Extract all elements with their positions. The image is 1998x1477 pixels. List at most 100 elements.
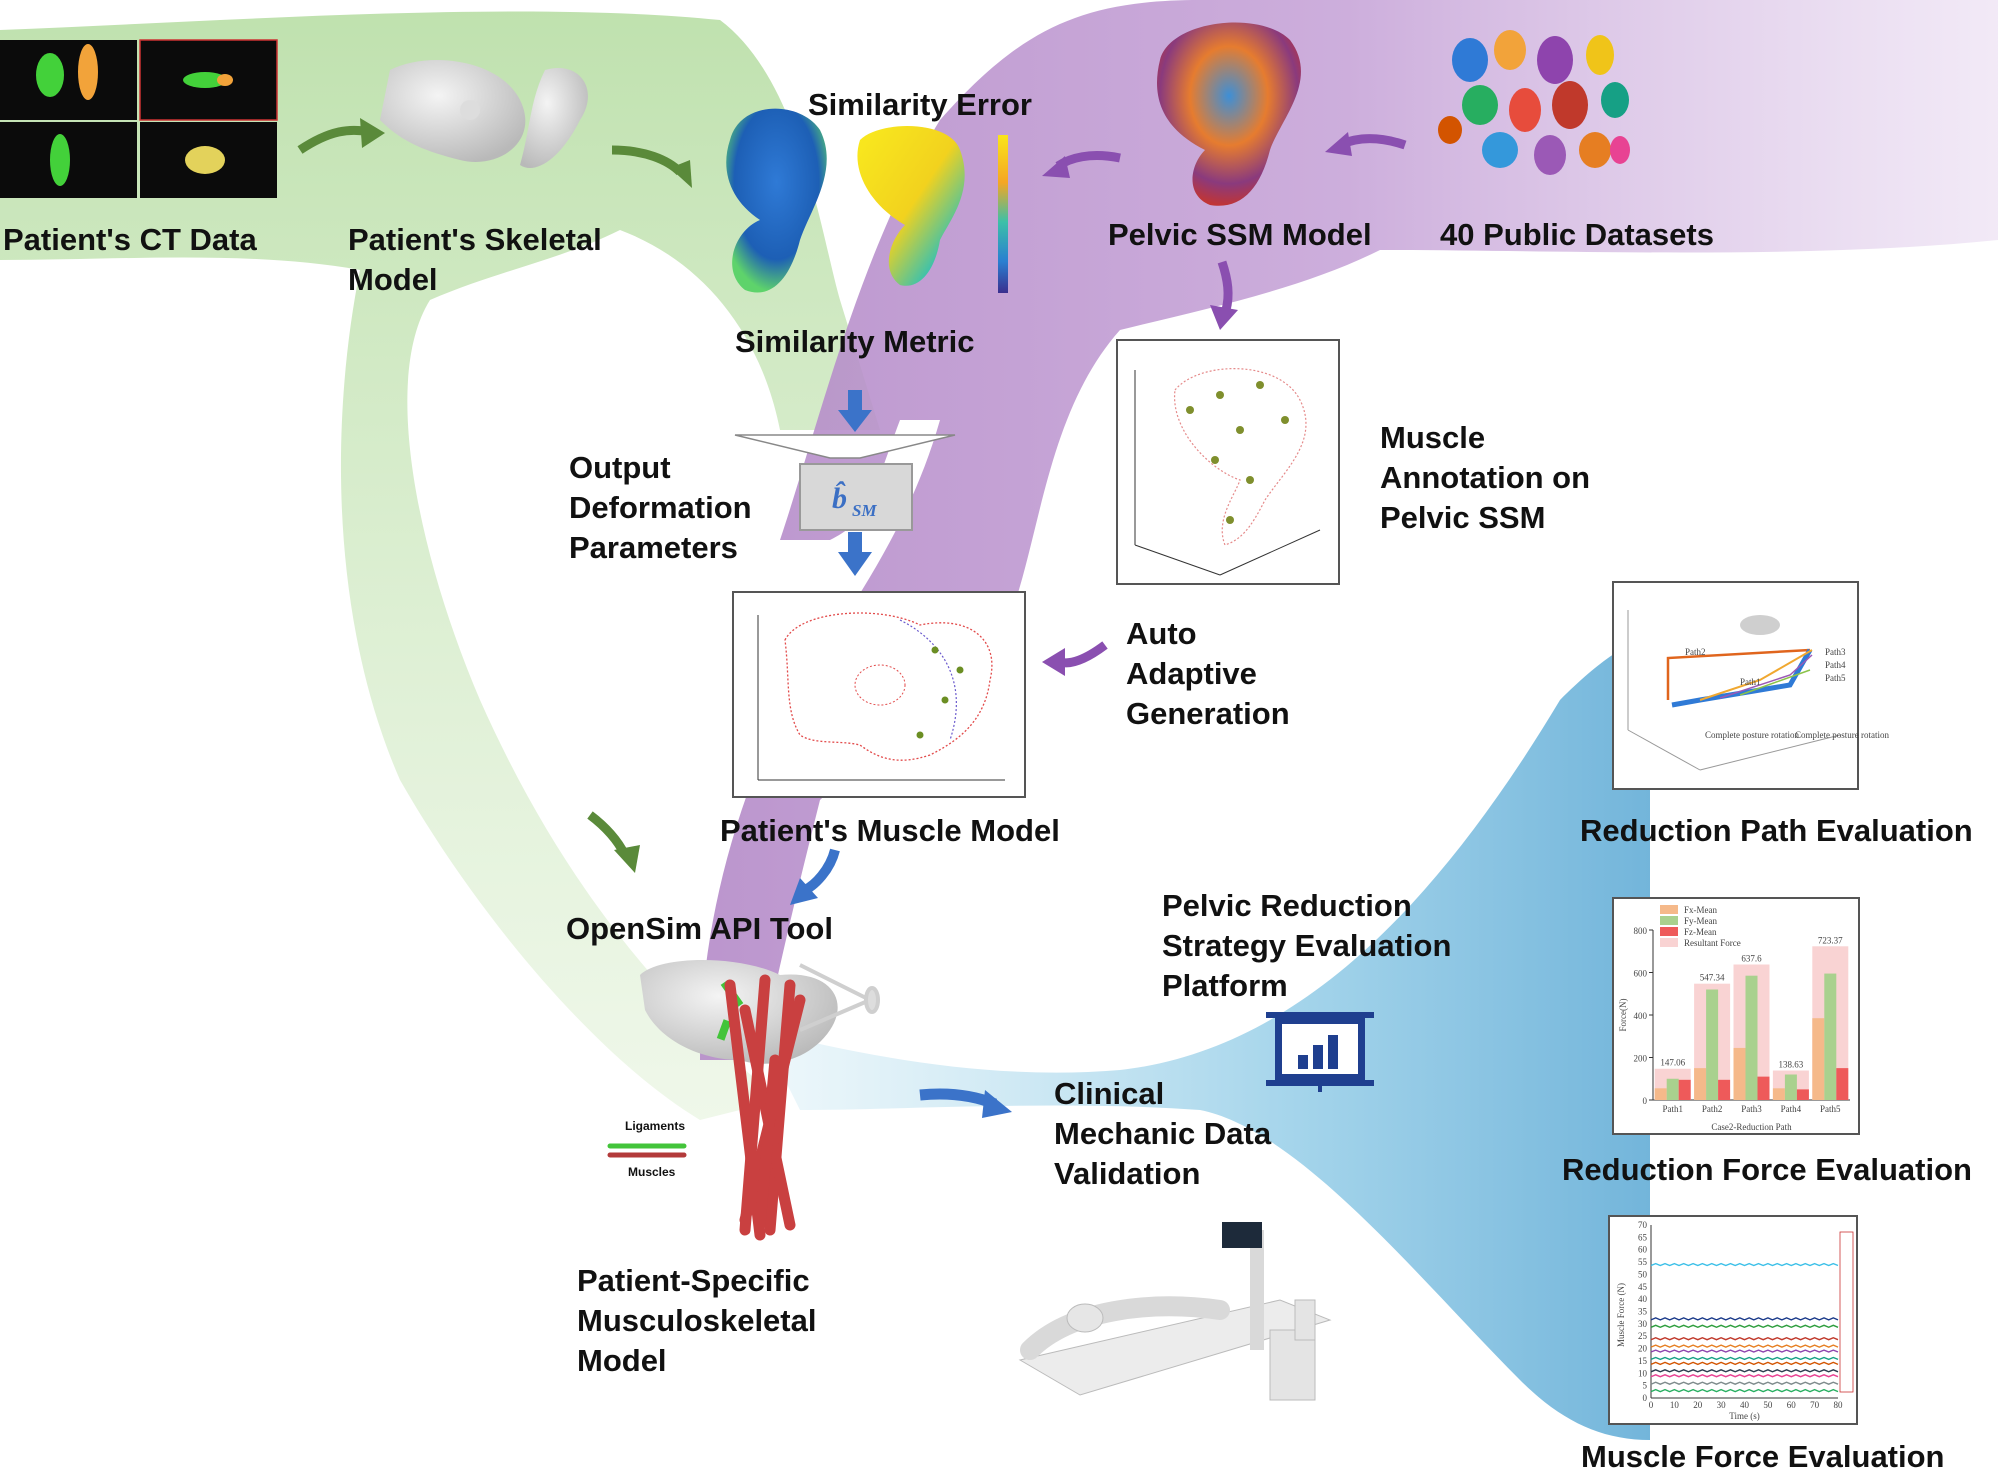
bar-y-tick-label: 0 — [1643, 1096, 1648, 1106]
output-params-line3: Parameters — [569, 530, 738, 565]
musculoskeletal-image — [640, 960, 880, 1241]
pelvic-ssm-image — [1157, 22, 1301, 206]
line-x-tick-label: 80 — [1834, 1400, 1844, 1410]
line-x-tick-label: 0 — [1649, 1400, 1654, 1410]
line-series — [1650, 1344, 1839, 1348]
line-y-tick-label: 30 — [1638, 1319, 1648, 1329]
arrow-metric-to-params — [838, 390, 872, 432]
bar-legend-label: Fx-Mean — [1684, 905, 1717, 915]
line-series — [1650, 1381, 1839, 1385]
output-params-line1: Output — [569, 450, 671, 485]
bar-y-tick-label: 400 — [1634, 1011, 1648, 1021]
output-params-line2: Deformation — [569, 490, 752, 525]
auto-adaptive-line2: Adaptive — [1126, 656, 1257, 691]
bar-data-label: 637.6 — [1741, 954, 1762, 964]
line-series — [1650, 1356, 1839, 1361]
bar-category-label: Path3 — [1741, 1104, 1762, 1114]
path-label-2: Path2 — [1685, 647, 1706, 657]
line-x-tick-label: 60 — [1787, 1400, 1797, 1410]
bar-legend-label: Fz-Mean — [1684, 927, 1717, 937]
line-series — [1650, 1361, 1839, 1366]
line-y-tick-label: 40 — [1638, 1294, 1648, 1304]
reduction-path-eval-label: Reduction Path Evaluation — [1580, 813, 1973, 848]
bar-legend-label: Resultant Force — [1684, 938, 1741, 948]
auto-adaptive-label: Auto Adaptive Generation — [1126, 614, 1290, 734]
similarity-pelvis-blue — [726, 108, 827, 293]
ct-data-image — [0, 39, 278, 198]
line-series — [1650, 1336, 1839, 1341]
bar-fy-mean — [1666, 1078, 1679, 1100]
bar-fy-mean — [1784, 1074, 1797, 1100]
arrow-skeletal-to-similarity — [611, 145, 692, 188]
muscle-model-panel — [732, 591, 1026, 798]
path-label-5: Path5 — [1825, 673, 1846, 683]
platform-label: Pelvic Reduction Strategy Evaluation Pla… — [1162, 886, 1451, 1006]
line-x-tick-label: 70 — [1810, 1400, 1820, 1410]
path-note-2: Complete posture rotation — [1795, 730, 1889, 740]
platform-line2: Strategy Evaluation — [1162, 928, 1452, 963]
bar-fy-mean — [1706, 989, 1719, 1100]
line-series — [1650, 1374, 1839, 1378]
line-x-tick-label: 40 — [1740, 1400, 1750, 1410]
bar-fz-mean — [1678, 1079, 1691, 1100]
line-series — [1650, 1262, 1839, 1267]
bar-y-tick-label: 600 — [1634, 969, 1648, 979]
output-params-label: Output Deformation Parameters — [569, 448, 752, 568]
skeletal-model-image — [380, 60, 588, 168]
pelvic-ssm-label: Pelvic SSM Model — [1108, 217, 1372, 252]
public-datasets-image — [1438, 30, 1630, 175]
bar-fz-mean — [1836, 1068, 1849, 1100]
muscle-annotation-line3: Pelvic SSM — [1380, 500, 1546, 535]
bar-y-axis-title: Force(N) — [1618, 999, 1628, 1032]
bar-fy-mean — [1824, 973, 1837, 1100]
line-series — [1650, 1388, 1839, 1393]
bar-category-label: Path5 — [1820, 1104, 1841, 1114]
bar-fx-mean — [1733, 1047, 1746, 1100]
purple-flow-band — [700, 0, 1998, 1060]
line-series — [1650, 1324, 1839, 1329]
muscle-annotation-panel — [1116, 339, 1340, 585]
muscle-annotation-line1: Muscle — [1380, 420, 1486, 455]
similarity-pelvis-yellow — [857, 126, 965, 286]
path-label-4: Path4 — [1825, 660, 1846, 670]
bar-legend-label: Fy-Mean — [1684, 916, 1717, 926]
clinical-line3: Validation — [1054, 1156, 1201, 1191]
bar-category-label: Path2 — [1702, 1104, 1723, 1114]
musculoskeletal-line3: Model — [577, 1343, 667, 1378]
line-y-tick-label: 25 — [1638, 1331, 1648, 1341]
arrow-muscle-to-opensim — [790, 848, 840, 905]
line-y-tick-label: 45 — [1638, 1282, 1648, 1292]
bar-fx-mean — [1694, 1068, 1707, 1100]
bar-data-label: 138.63 — [1779, 1060, 1804, 1070]
skeletal-model-label-line1: Patient's Skeletal — [348, 222, 602, 257]
clinical-line2: Mechanic Data — [1054, 1116, 1272, 1151]
arrow-ct-to-skeletal — [297, 118, 385, 154]
line-y-tick-label: 55 — [1638, 1257, 1648, 1267]
bar-legend-swatch — [1660, 927, 1678, 936]
bsm-box — [799, 463, 913, 531]
bar-fx-mean — [1812, 1018, 1825, 1100]
bar-category-label: Path4 — [1781, 1104, 1802, 1114]
bar-fx-mean — [1654, 1088, 1667, 1100]
line-legend-box — [1839, 1231, 1854, 1393]
line-x-tick-label: 20 — [1693, 1400, 1703, 1410]
bar-legend-swatch — [1660, 938, 1678, 947]
line-y-tick-label: 35 — [1638, 1307, 1648, 1317]
muscle-force-eval-label: Muscle Force Evaluation — [1581, 1439, 1945, 1474]
arrow-green-to-opensim — [587, 811, 640, 873]
ct-data-label: Patient's CT Data — [3, 222, 257, 257]
line-y-tick-label: 10 — [1638, 1368, 1648, 1378]
bsm-symbol: b̂ — [832, 481, 847, 515]
bar-data-label: 147.06 — [1660, 1058, 1685, 1068]
line-y-axis-title: Muscle Force (N) — [1616, 1283, 1626, 1347]
bar-y-tick-label: 200 — [1634, 1054, 1648, 1064]
clinical-label: Clinical Mechanic Data Validation — [1054, 1074, 1271, 1194]
path-label-1: Path1 — [1740, 677, 1761, 687]
reduction-path-panel: Path2 Path1 Path3 Path4 Path5 Complete p… — [1612, 581, 1889, 790]
line-y-tick-label: 15 — [1638, 1356, 1648, 1366]
similarity-error-label: Similarity Error — [808, 87, 1032, 122]
arrow-ssm-to-similarity — [1042, 151, 1121, 178]
